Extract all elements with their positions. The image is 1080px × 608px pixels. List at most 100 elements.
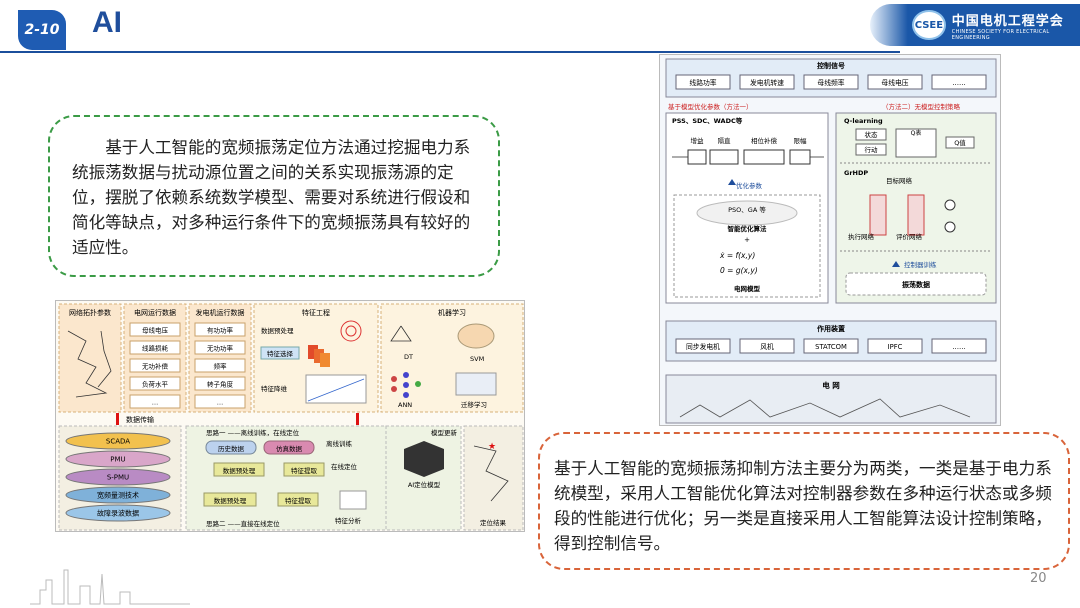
opt-params: 优化参数 — [736, 181, 763, 190]
power-grid-icon — [679, 398, 971, 418]
gen-data-item: 转子角度 — [207, 380, 234, 389]
db-layer-label: S-PMU — [107, 474, 129, 482]
suppression-method-text: 基于人工智能的宽频振荡抑制方法主要分为两类，一类是基于电力系统模型，采用人工智能… — [554, 459, 1052, 553]
gen-data-item: 频率 — [214, 362, 228, 371]
qlearning-label: Q-learning — [844, 117, 883, 125]
feat-extract-2: 特征提取 — [285, 496, 312, 505]
offline-train: 离线训练 — [326, 439, 353, 448]
location-method-text: 基于人工智能的宽频振荡定位方法通过挖掘电力系统振荡数据与扰动源位置之间的关系实现… — [72, 138, 471, 257]
page-number: 20 — [1030, 571, 1047, 586]
feat-extract-1: 特征提取 — [291, 466, 318, 475]
feature-reduce: 特征降维 — [261, 384, 288, 393]
suppression-method-box: 基于人工智能的宽频振荡抑制方法主要分为两类，一类是基于电力系统模型，采用人工智能… — [538, 432, 1070, 570]
osc-data: 振荡数据 — [902, 280, 930, 289]
method1-label: 基于模型优化参数（方法一） — [668, 102, 753, 111]
signal-item: 线路功率 — [689, 78, 716, 87]
star-icon: ★ — [488, 442, 496, 452]
scatter-plot-icon — [305, 374, 367, 404]
transfer-label: 数据传输 — [126, 415, 154, 424]
location-diagram: 网络拓扑参数 电网运行数据 母线电压线路损耗无功补偿负荷水平… 发电机运行数据 … — [55, 300, 525, 532]
qvalue-label: Q值 — [954, 138, 966, 147]
act-title: 作用装置 — [817, 324, 845, 333]
model-cube-icon — [404, 441, 444, 477]
pre-process-2: 数据预处理 — [214, 496, 247, 505]
device-item: 同步发电机 — [686, 342, 720, 351]
society-logo: CSEE 中国电机工程学会 CHINESE SOCIETY FOR ELECTR… — [870, 4, 1080, 46]
feature-analysis: 特征分析 — [335, 516, 362, 525]
grid-data-item: 线路损耗 — [142, 344, 169, 353]
pss-label: PSS、SDC、WADC等 — [672, 116, 743, 125]
tree-icon — [390, 325, 412, 342]
csee-seal-icon: CSEE — [912, 10, 946, 40]
slide-title: AI — [92, 6, 122, 39]
action-label: 行动 — [865, 145, 879, 154]
city-skyline-icon — [30, 569, 190, 605]
header-divider — [0, 51, 900, 53]
path1-title: 思路一 ——离线训练，在线定位 — [206, 428, 300, 437]
sim-data: 仿真数据 — [276, 444, 303, 453]
feature-pre: 数据预处理 — [261, 326, 294, 335]
controller-block-label: 隔直 — [718, 136, 732, 145]
ml-dt: DT — [404, 353, 413, 361]
online-locate: 在线定位 — [331, 462, 358, 471]
col1-title: 网络拓扑参数 — [69, 308, 111, 317]
suppression-diagram: 控制信号 线路功率发电机转速母线频率母线电压…… 基于模型优化参数（方法一） （… — [659, 54, 1001, 426]
logo-text: 中国电机工程学会 — [951, 13, 1064, 29]
topology-icon — [67, 330, 108, 398]
signal-item: 发电机转速 — [750, 78, 784, 87]
ann-icon — [391, 372, 421, 398]
equation-2: 0 = g(x,y) — [720, 266, 758, 275]
qtable-grid — [895, 128, 937, 158]
pre-process-1: 数据预处理 — [223, 466, 256, 475]
ghdp-label: GrHDP — [844, 169, 868, 177]
grid-data-item: … — [152, 399, 159, 407]
gen-data-item: 无功功率 — [207, 344, 234, 353]
feature-select: 特征选择 — [267, 349, 294, 358]
ai-model: AI定位模型 — [408, 480, 441, 489]
eval-net: 评价网络 — [896, 232, 923, 241]
controller-block-label: 相位补偿 — [751, 136, 778, 145]
device-item: STATCOM — [815, 343, 847, 351]
grid-data-item: 负荷水平 — [142, 380, 169, 389]
qtable-label: Q表 — [911, 129, 922, 137]
network-node-icon — [869, 194, 887, 236]
db-layer-label: SCADA — [106, 438, 130, 446]
equation-1: ẋ = f(x,y) — [719, 251, 755, 260]
model-update: 模型更新 — [431, 428, 458, 437]
method2-label: （方法二）无模型控制策略 — [882, 102, 961, 111]
device-item: IPFC — [888, 343, 903, 351]
location-result: 定位结果 — [480, 518, 507, 527]
signal-item: …… — [952, 79, 966, 87]
ml-transfer: 迁移学习 — [461, 400, 487, 409]
plus-sign: + — [744, 236, 750, 244]
transfer-icon — [455, 372, 497, 396]
logo-english: CHINESE SOCIETY FOR ELECTRICAL ENGINEERI… — [951, 28, 1050, 41]
target-net: 目标网络 — [886, 176, 913, 185]
controller-block-label: 增益 — [691, 136, 705, 145]
db-layer-label: 宽频量测技术 — [97, 491, 139, 500]
col3-title: 发电机运行数据 — [196, 308, 245, 317]
train-arrow-icon — [892, 261, 900, 267]
signal-item: 母线频率 — [817, 78, 844, 87]
gen-data-item: … — [217, 399, 224, 407]
chart-icon — [339, 490, 367, 510]
grid-label: 电 网 — [822, 380, 840, 390]
slide-tag: 2-10 — [18, 10, 66, 50]
feature-title: 特征工程 — [302, 308, 330, 317]
col2-title: 电网运行数据 — [134, 308, 176, 317]
pso-label: PSO、GA 等 — [728, 205, 766, 214]
smart-opt: 智能优化算法 — [728, 224, 768, 233]
ctrl-train: 控制器训练 — [904, 260, 937, 269]
device-item: …… — [952, 343, 966, 351]
state-label: 状态 — [865, 130, 879, 139]
ml-ann: ANN — [398, 401, 412, 409]
exec-net: 执行网络 — [848, 232, 875, 241]
svm-icon — [457, 323, 495, 349]
location-method-box: 基于人工智能的宽频振荡定位方法通过挖掘电力系统振荡数据与扰动源位置之间的关系实现… — [48, 115, 500, 277]
db-layer-label: 故障录波数据 — [97, 509, 139, 518]
ml-title: 机器学习 — [438, 308, 466, 317]
signal-item: 母线电压 — [881, 78, 908, 87]
target-icon — [340, 320, 362, 342]
up-arrow-icon — [728, 179, 736, 185]
